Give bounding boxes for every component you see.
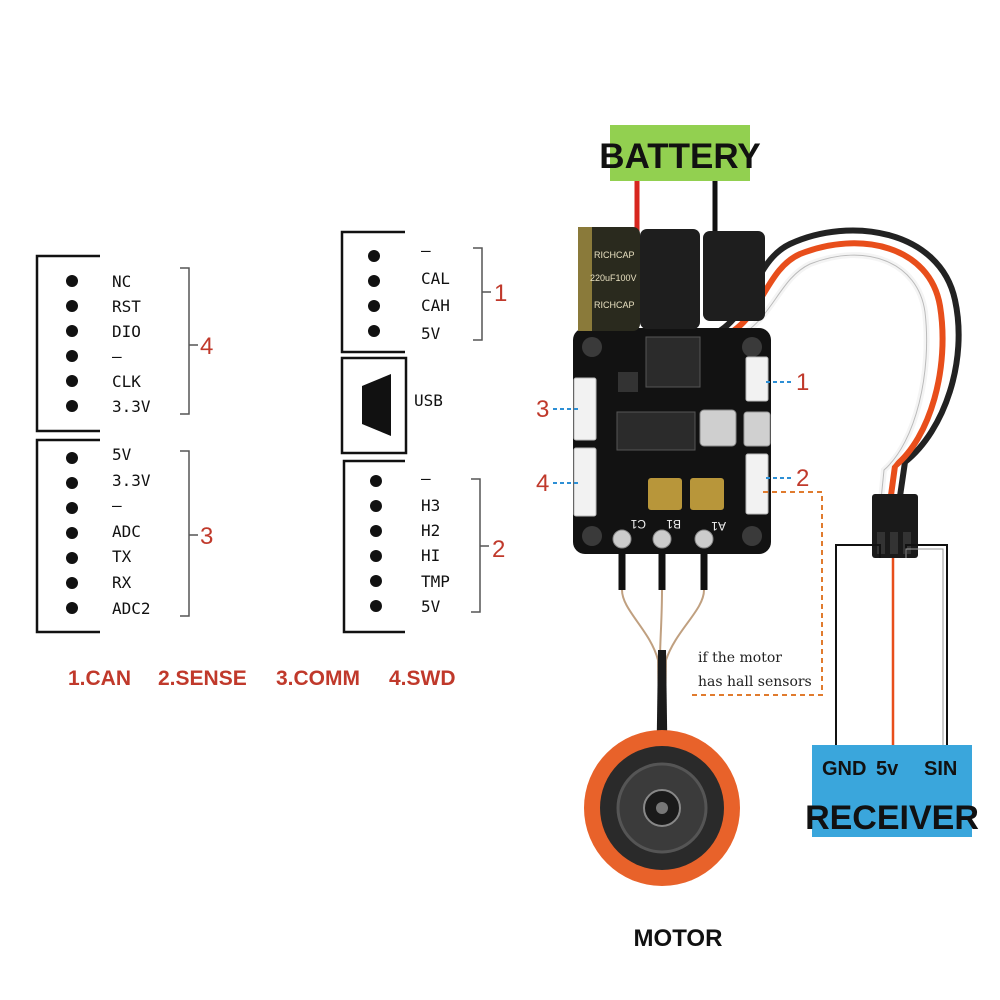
sense-connector: – H3 H2 HI TMP 5V 2	[342, 459, 505, 634]
comm-pin-label: TX	[112, 547, 132, 566]
battery-box: BATTERY	[599, 125, 761, 181]
battery-leads	[634, 180, 718, 232]
motor-label: MOTOR	[634, 925, 723, 952]
comm-pin-label: 3.3V	[112, 471, 151, 490]
comm-pin-label: RX	[112, 573, 132, 592]
callout-3: 3	[536, 396, 549, 423]
receiver-label: RECEIVER	[805, 799, 979, 837]
can-pin-label: 5V	[421, 324, 441, 343]
capacitor-text: RICHCAP	[594, 250, 635, 260]
legend-can: 1.CAN	[68, 667, 131, 690]
usb-label: USB	[414, 391, 443, 410]
callout-1: 1	[796, 369, 809, 396]
can-pin-label: CAL	[421, 269, 450, 288]
phase-label-b: B1	[666, 517, 681, 531]
phase-label-c: C1	[630, 517, 646, 531]
comm-pin-label: ADC	[112, 522, 141, 541]
hall-sensor-path	[690, 491, 823, 696]
sense-pin-label: H3	[421, 496, 440, 515]
hall-note-line-1: if the motor	[698, 650, 782, 666]
can-pins	[368, 250, 380, 337]
sense-pin-label: –	[421, 469, 431, 488]
receiver-wires	[835, 544, 948, 745]
callout-2: 2	[796, 465, 809, 492]
motor	[584, 730, 740, 886]
can-pin-label: CAH	[421, 296, 450, 315]
can-number: 1	[494, 280, 507, 307]
comm-pins	[66, 452, 78, 614]
receiver-pin-5v: 5v	[876, 758, 899, 780]
receiver-pin-gnd: GND	[822, 758, 866, 780]
comm-pin-label: ADC2	[112, 599, 151, 618]
capacitor-text: 220uF100V	[590, 273, 637, 283]
swd-pin-label: –	[112, 347, 122, 366]
swd-pin-label: DIO	[112, 322, 141, 341]
comm-number: 3	[200, 523, 213, 550]
can-pin-label: –	[421, 241, 431, 260]
phase-label-a: A1	[711, 519, 726, 533]
receiver-box: GND 5v SIN RECEIVER	[805, 745, 979, 837]
swd-pin-label: RST	[112, 297, 141, 316]
board-callouts: 1 2 3 4	[536, 369, 809, 497]
legend-swd: 4.SWD	[389, 667, 456, 690]
sense-pins	[370, 475, 382, 612]
hall-note-line-2: has hall sensors	[698, 674, 812, 690]
legend-sense: 2.SENSE	[158, 667, 247, 690]
can-connector: – CAL CAH 5V 1	[340, 230, 507, 354]
swd-number: 4	[200, 333, 213, 360]
receiver-cable	[709, 227, 962, 513]
swd-pin-label: NC	[112, 272, 131, 291]
comm-pin-label: –	[112, 496, 122, 515]
comm-connector: 5V 3.3V – ADC TX RX ADC2 3	[35, 438, 213, 634]
capacitors: RICHCAP 220uF100V RICHCAP	[578, 227, 765, 331]
receiver-pin-sin: SIN	[924, 758, 957, 780]
sense-pin-label: HI	[421, 546, 440, 565]
usb-connector: USB	[340, 356, 443, 455]
legend-comm: 3.COMM	[276, 667, 360, 690]
esc-board: C1 B1 A1	[573, 328, 771, 554]
swd-pin-label: 3.3V	[112, 397, 151, 416]
servo-plug	[872, 494, 918, 558]
sense-number: 2	[492, 536, 505, 563]
phase-bullets	[612, 529, 714, 549]
swd-connector: NC RST DIO – CLK 3.3V 4	[35, 254, 213, 433]
swd-pin-label: CLK	[112, 372, 141, 391]
comm-pin-label: 5V	[112, 445, 132, 464]
battery-label: BATTERY	[599, 137, 760, 176]
sense-pin-label: 5V	[421, 597, 441, 616]
swd-pins	[66, 275, 78, 412]
sense-pin-label: H2	[421, 521, 440, 540]
capacitor-text: RICHCAP	[594, 300, 635, 310]
callout-4: 4	[536, 470, 549, 497]
legend: 1.CAN 2.SENSE 3.COMM 4.SWD	[68, 667, 456, 690]
sense-pin-label: TMP	[421, 572, 450, 591]
